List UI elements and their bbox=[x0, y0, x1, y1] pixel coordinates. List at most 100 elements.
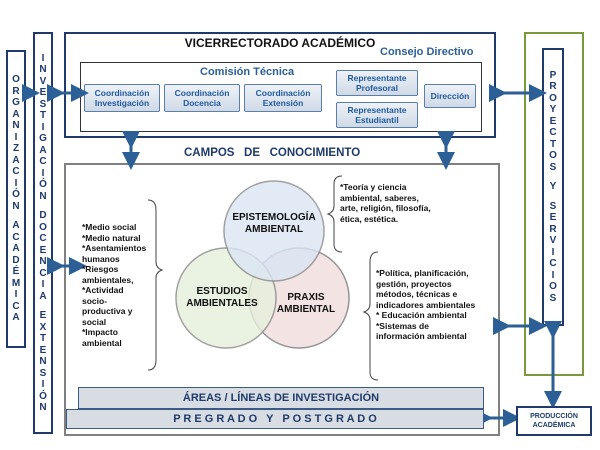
representante-profesoral-button[interactable]: Representante Profesoral bbox=[336, 70, 418, 96]
list-line: ética, estética. bbox=[340, 213, 399, 224]
vertical-letter: I bbox=[41, 167, 45, 179]
vertical-letter: E bbox=[549, 212, 557, 224]
vertical-letter: I bbox=[41, 279, 45, 290]
vertical-letter: A bbox=[12, 154, 20, 166]
vertical-letter: N bbox=[39, 64, 47, 75]
list-line: información ambiental bbox=[376, 331, 467, 341]
pregrado-postgrado-bar: P R E G R A D O Y P O S T G R A D O bbox=[66, 409, 484, 429]
areas-lineas-investigacion-bar: ÁREAS / LÍNEAS DE INVESTIGACIÓN bbox=[78, 387, 484, 409]
top-right-brace bbox=[326, 175, 343, 253]
coordinacion-docencia-button[interactable]: Coordinación Docencia bbox=[164, 84, 240, 112]
vertical-letter: R bbox=[12, 85, 20, 97]
vertical-letter: D bbox=[12, 254, 20, 266]
vertical-letter: A bbox=[12, 108, 20, 120]
list-line: indicadores ambientales bbox=[376, 299, 476, 310]
vertical-letter: X bbox=[39, 321, 47, 333]
list-line: arte, religión, filosofía, bbox=[340, 203, 431, 213]
vertical-letter: T bbox=[549, 138, 557, 150]
vertical-letter: I bbox=[14, 131, 18, 143]
vertical-letter: C bbox=[549, 258, 557, 270]
coordinacion-investigacion-button[interactable]: Coordinación Investigación bbox=[84, 84, 160, 112]
vertical-letter: O bbox=[549, 150, 557, 162]
vertical-letter: S bbox=[549, 292, 557, 304]
consejo-directivo-label: Consejo Directivo bbox=[380, 46, 474, 58]
epistemologia-circle bbox=[223, 180, 325, 282]
vertical-letter: A bbox=[39, 290, 47, 302]
vertical-letter: C bbox=[12, 300, 20, 312]
list-line: *Política, planificación, bbox=[376, 268, 469, 278]
list-line: ambiental, saberes, bbox=[340, 192, 419, 203]
vertical-letter: I bbox=[551, 246, 555, 258]
vertical-letter: I bbox=[41, 52, 45, 64]
vertical-letter: Y bbox=[549, 104, 557, 116]
campos-conocimiento-title: CAMPOS DE CONOCIMIENTO bbox=[184, 147, 361, 159]
vertical-letter: C bbox=[12, 166, 20, 178]
list-line: *Teoría y ciencia bbox=[340, 182, 407, 192]
vertical-letter: S bbox=[549, 161, 557, 173]
vertical-letter: Ó bbox=[39, 179, 47, 190]
left-brace bbox=[147, 199, 164, 371]
list-line: *Actividad bbox=[82, 285, 124, 295]
vertical-letter: S bbox=[39, 367, 47, 379]
vertical-letter: V bbox=[39, 75, 47, 87]
list-line: social bbox=[82, 316, 107, 327]
vertical-letter: V bbox=[549, 235, 557, 247]
vertical-letter: O bbox=[39, 221, 47, 233]
vertical-letter: C bbox=[39, 156, 47, 167]
right-brace bbox=[362, 251, 379, 381]
vertical-letter: G bbox=[12, 97, 20, 109]
list-line: humanos bbox=[82, 253, 120, 264]
list-line: *Impacto bbox=[82, 327, 118, 337]
epistemologia-label: EPISTEMOLOGÍA AMBIENTAL bbox=[232, 212, 316, 235]
vertical-letter: R bbox=[549, 81, 557, 93]
vertical-letter: S bbox=[39, 98, 47, 110]
vertical-letter: T bbox=[39, 110, 47, 121]
estudios-label: ESTUDIOS AMBIENTALES bbox=[186, 286, 258, 309]
vicerrectorado-title: VICERRECTORADO ACADÉMICO bbox=[184, 36, 376, 50]
direccion-button[interactable]: Dirección bbox=[424, 84, 476, 108]
left-bullet-list: *Medio social*Medio natural*Asentamiento… bbox=[82, 222, 152, 348]
campos-conocimiento-box bbox=[64, 163, 500, 436]
vertical-letter: R bbox=[549, 223, 557, 235]
vertical-letter: O bbox=[549, 281, 557, 293]
vertical-letter: A bbox=[12, 243, 20, 255]
vertical-letter: N bbox=[39, 190, 47, 202]
vertical-letter: C bbox=[12, 231, 20, 243]
list-line: ambiental bbox=[82, 337, 122, 348]
vertical-letter: C bbox=[39, 233, 47, 244]
vertical-letter: I bbox=[41, 121, 45, 133]
vertical-letter: I bbox=[551, 269, 555, 281]
comision-tecnica-label: Comisión Técnica bbox=[200, 66, 295, 78]
list-line: gestión, proyectos bbox=[376, 278, 452, 289]
list-line: socio- bbox=[82, 295, 108, 306]
list-line: *Medio natural bbox=[82, 232, 141, 243]
representante-estudiantil-button[interactable]: Representante Estudiantil bbox=[336, 102, 418, 128]
vertical-letter: C bbox=[549, 127, 557, 139]
vertical-letter: S bbox=[549, 200, 557, 212]
vertical-letter: I bbox=[14, 177, 18, 189]
praxis-label: PRAXIS AMBIENTAL bbox=[276, 292, 336, 315]
vertical-letter: I bbox=[41, 379, 45, 390]
vertical-letter: T bbox=[39, 333, 47, 344]
list-line: *Riesgos bbox=[82, 264, 119, 274]
vertical-letter: A bbox=[12, 312, 20, 324]
produccion-academica-box: PRODUCCIÓN ACADÉMICA bbox=[516, 406, 592, 436]
vertical-letter: E bbox=[39, 244, 47, 256]
vertical-letter: N bbox=[39, 356, 47, 367]
vertical-letter: G bbox=[39, 133, 47, 144]
vertical-letter: P bbox=[549, 69, 557, 81]
vertical-letter: N bbox=[39, 402, 47, 413]
right-bullet-list: *Política, planificación,gestión, proyec… bbox=[376, 268, 498, 342]
coordinacion-extension-button[interactable]: Coordinación Extensión bbox=[244, 84, 322, 112]
vertical-letter: O bbox=[549, 92, 557, 104]
vertical-letter: A bbox=[39, 144, 47, 156]
vertical-letter: I bbox=[14, 289, 18, 301]
vertical-letter: N bbox=[39, 256, 47, 267]
list-line: * Educación ambiental bbox=[376, 310, 467, 320]
vertical-letter: C bbox=[39, 267, 47, 279]
